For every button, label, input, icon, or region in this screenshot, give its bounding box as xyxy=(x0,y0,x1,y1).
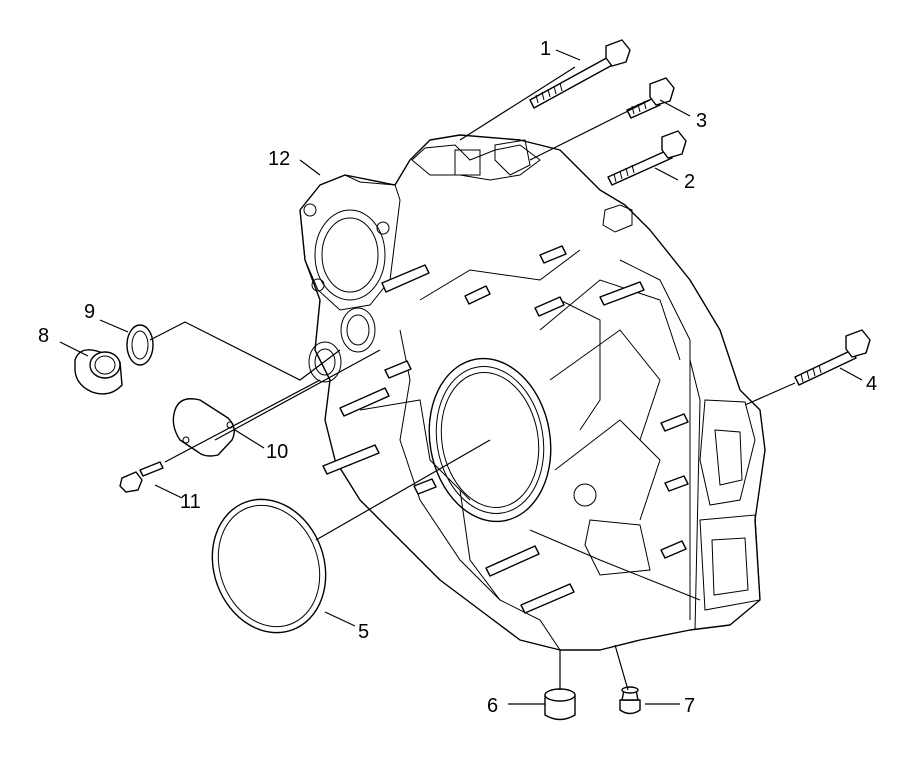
part-9-washer xyxy=(126,324,154,366)
callout-1: 1 xyxy=(540,38,551,60)
leader-lines xyxy=(59,49,863,705)
callout-2: 2 xyxy=(684,171,695,193)
part-2-bolt xyxy=(607,130,687,186)
callout-12: 12 xyxy=(268,148,290,170)
part-5-seal-ring xyxy=(211,498,327,634)
callout-7: 7 xyxy=(684,695,695,717)
callout-8: 8 xyxy=(38,325,49,347)
callout-9: 9 xyxy=(84,301,95,323)
part-10-cover-plate xyxy=(172,398,235,457)
callout-4: 4 xyxy=(866,373,877,395)
callout-6: 6 xyxy=(487,695,498,717)
part-11-small-screw xyxy=(119,461,164,493)
part-6-plug xyxy=(544,688,576,721)
housing-studs xyxy=(322,245,689,614)
part-4-bolt xyxy=(794,329,871,386)
callout-5: 5 xyxy=(358,621,369,643)
callout-labels: 1 2 3 4 5 6 7 8 9 10 11 12 xyxy=(38,38,877,717)
part-7-screw-plug xyxy=(619,686,641,715)
part-1-long-bolt xyxy=(529,39,631,109)
callout-3: 3 xyxy=(696,110,707,132)
callout-11: 11 xyxy=(180,491,201,513)
callout-10: 10 xyxy=(266,441,288,463)
part-8-cap-plug xyxy=(74,349,123,395)
part-3-bolt xyxy=(626,77,675,119)
flywheel-housing xyxy=(299,134,766,651)
